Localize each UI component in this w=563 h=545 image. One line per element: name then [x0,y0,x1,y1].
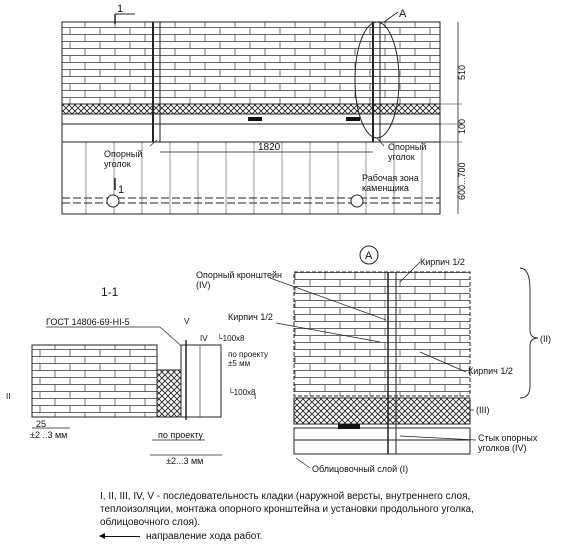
section-insulation [156,369,182,418]
detail-facing [293,439,471,455]
brick-half-right: Кирпич 1/2 [468,366,513,376]
per-project: по проекту [158,430,204,440]
facing-layer-label: Облицовочный слой (I) [312,464,408,474]
roman-v: V [184,317,190,326]
direction-legend-text: направление хода работ. [146,531,263,542]
direction-legend: направление хода работ. [99,531,520,544]
support-post-left [106,194,120,208]
detail-marker-circle [359,245,379,265]
dim-25: 25 [36,419,46,429]
per-project-tol: по проекту±5 мм [228,350,268,368]
direction-arrow-icon [99,532,140,539]
dim-510: 510 [457,65,467,80]
detail-view: A Кирпич 1/2 Опорный кронштейн(IV) Кирпи… [196,245,551,474]
dim-100: 100 [457,119,467,134]
detail-insulation [293,397,471,425]
detail-marker: A [365,250,373,262]
brick-half-mid: Кирпич 1/2 [228,312,273,322]
floor-slab [61,123,441,143]
section-mark-top: 1 [117,3,123,15]
detail-a-label: A [399,8,407,20]
section-title: 1-1 [101,285,119,299]
section-view: 1-1 ГОСТ 14806-69-НI-5 V IV └100x8 по пр… [6,285,268,466]
roman-iv: IV [200,334,208,343]
work-zone-area [61,141,441,215]
section-brick [31,344,158,418]
angle-top: └100x8 [217,333,245,343]
brick-half-top: Кирпич 1/2 [420,257,465,267]
support-post-right [350,194,364,208]
angle-bottom: └100x8 [228,387,256,397]
detail-roman-iii: (III) [476,405,490,415]
insulation-strip [61,103,441,115]
detail-roman-ii: (II) [540,334,551,344]
sequence-caption: I, II, III, IV, V - последовательность к… [100,491,474,528]
roman-ii: II [6,392,10,401]
roman-i: I [254,392,256,401]
span-1820: 1820 [258,142,281,153]
gost-label: ГОСТ 14806-69-НI-5 [46,317,130,327]
tol-left: ±2 ..3 мм [30,430,67,440]
dim-600-700: 600...700 [457,162,467,200]
section-mark-bottom: 1 [118,184,124,196]
detail-brick [293,271,471,397]
brick-wall [61,21,441,105]
support-bracket: Опорный кронштейн(IV) [196,270,282,290]
tol-bottom: ±2...3 мм [166,456,203,466]
